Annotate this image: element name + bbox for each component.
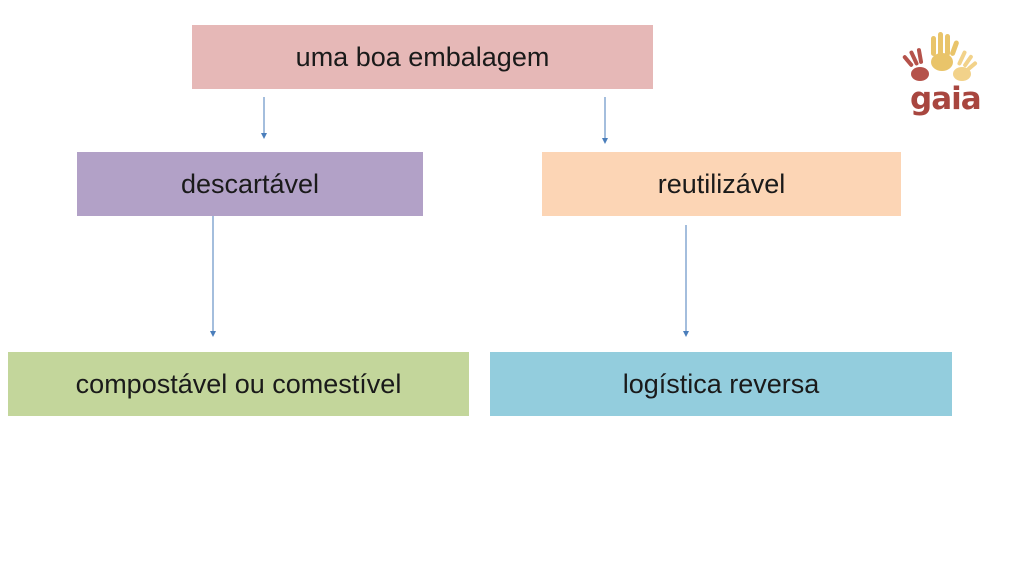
hands-logo-icon — [902, 32, 978, 81]
node-label: reutilizável — [657, 168, 786, 199]
node-descartavel: descartável — [77, 152, 423, 216]
node-label: uma boa embalagem — [295, 41, 550, 72]
node-compostavel-ou-comestivel: compostável ou comestível — [8, 352, 469, 416]
node-reutilizavel: reutilizável — [542, 152, 901, 216]
node-uma-boa-embalagem: uma boa embalagem — [192, 25, 653, 89]
node-label: descartável — [180, 168, 320, 199]
node-label: compostável ou comestível — [75, 368, 402, 399]
gaia-logo-text: gaia — [910, 81, 982, 117]
node-logistica-reversa: logística reversa — [490, 352, 952, 416]
node-label: logística reversa — [622, 368, 820, 399]
